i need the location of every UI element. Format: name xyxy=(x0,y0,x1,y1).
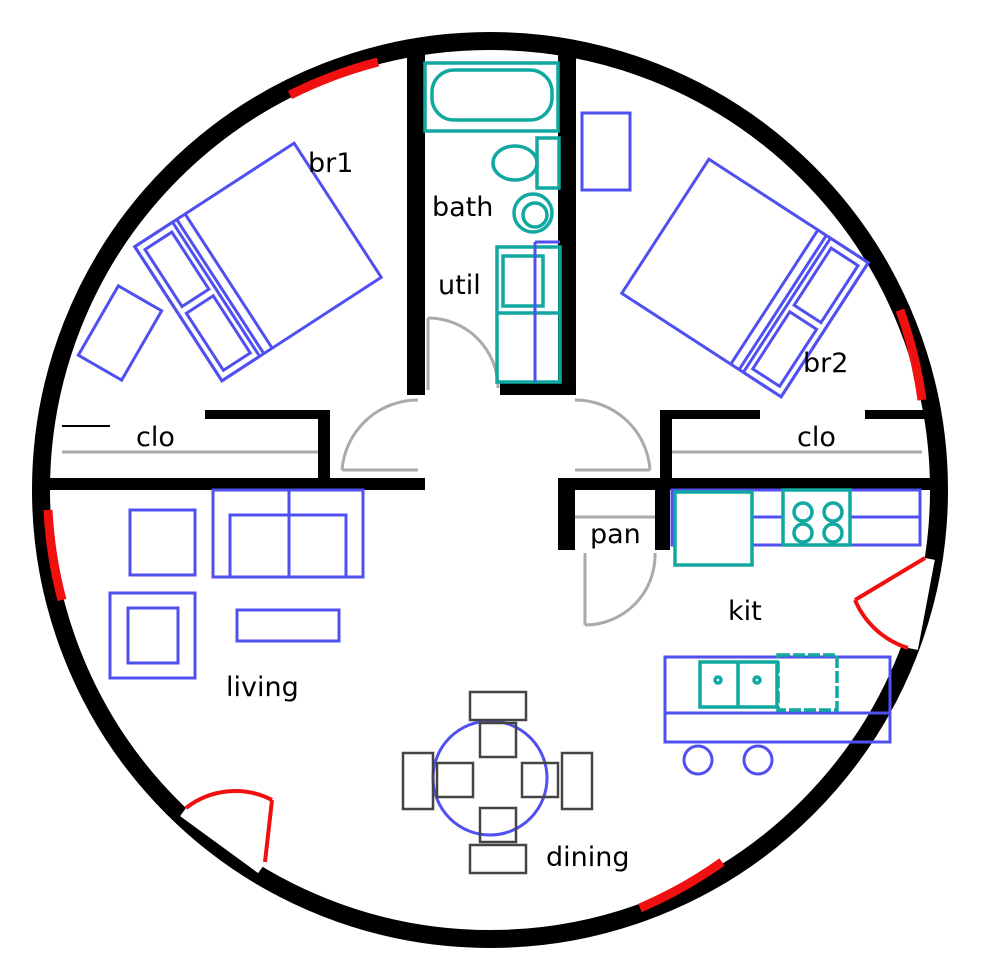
room-label-util: util xyxy=(438,270,481,301)
br1-door[interactable] xyxy=(340,398,419,472)
room-label-br2: br2 xyxy=(803,348,848,379)
room-label-clo-right: clo xyxy=(797,422,836,453)
bath-sink xyxy=(512,192,554,234)
side-chair xyxy=(128,508,197,577)
room-label-br1: br1 xyxy=(308,148,353,179)
room-label-living: living xyxy=(226,672,299,703)
stool xyxy=(742,744,774,776)
bed-br2 xyxy=(619,157,871,399)
front-door[interactable] xyxy=(180,789,274,874)
stove xyxy=(781,488,852,547)
pantry-door[interactable] xyxy=(583,552,657,627)
br2-door[interactable] xyxy=(574,398,652,472)
kitchen-sink xyxy=(698,660,779,709)
interior-walls xyxy=(45,45,940,550)
coffee-table xyxy=(235,608,341,643)
room-label-clo-left: clo xyxy=(136,422,175,453)
room-label-kit: kit xyxy=(728,596,762,627)
windows xyxy=(43,57,927,913)
desk-br2 xyxy=(580,111,632,192)
washer-dryer xyxy=(495,240,562,384)
window-br2 xyxy=(895,308,927,401)
room-label-pan: pan xyxy=(590,519,641,550)
sofa xyxy=(211,488,365,579)
kitchen-door[interactable] xyxy=(853,556,935,650)
armchair xyxy=(108,591,197,680)
nightstand-br1 xyxy=(76,283,164,383)
toilet xyxy=(491,136,561,190)
window-br1 xyxy=(287,57,380,100)
bathtub xyxy=(423,61,560,133)
room-label-bath: bath xyxy=(432,192,493,223)
refrigerator xyxy=(673,490,754,567)
dining-set xyxy=(401,690,594,875)
util-door[interactable] xyxy=(426,316,500,390)
bed-br1 xyxy=(132,141,384,383)
stool xyxy=(682,744,714,776)
dishwasher xyxy=(776,653,839,712)
window-dining xyxy=(638,858,725,913)
room-label-dining: dining xyxy=(546,842,630,873)
window-living xyxy=(43,509,67,602)
